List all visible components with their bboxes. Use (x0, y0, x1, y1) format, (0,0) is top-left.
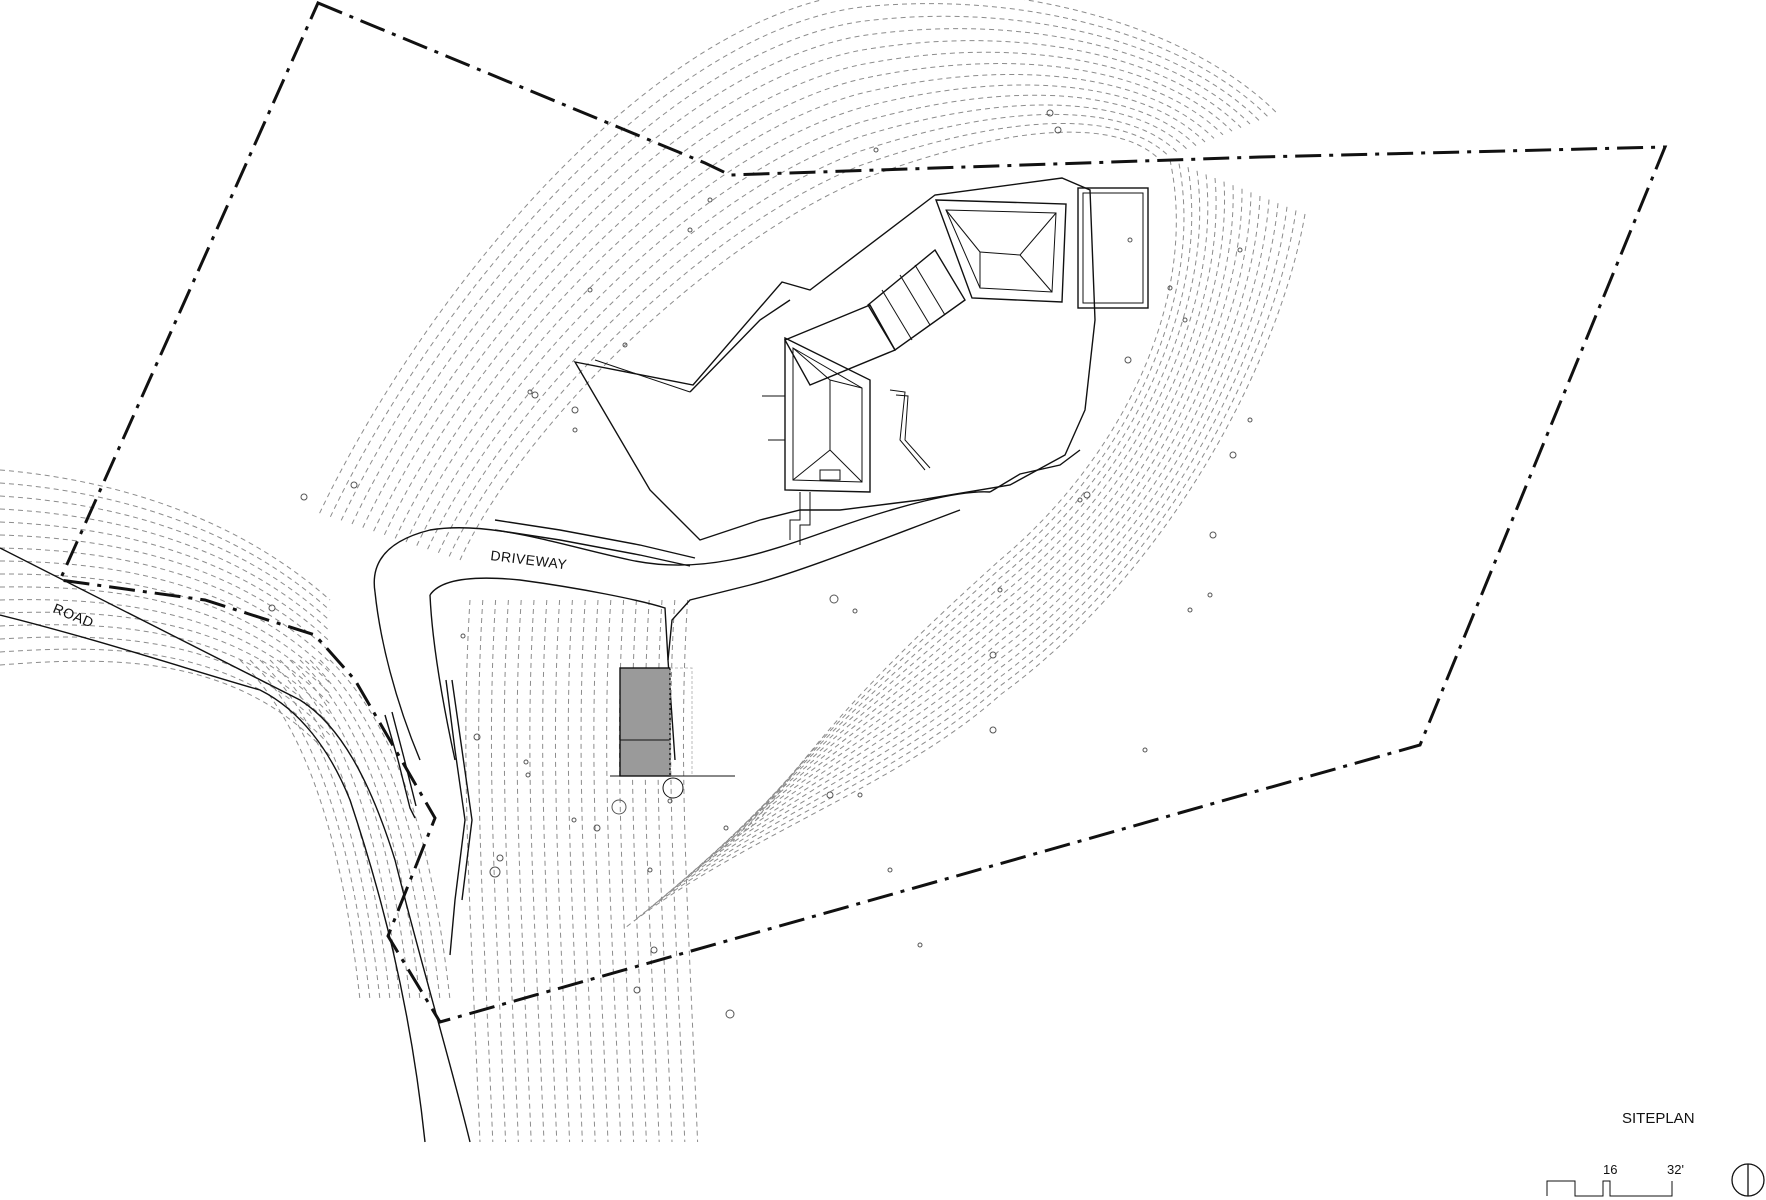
driveway-label: DRIVEWAY (490, 547, 569, 572)
tree-marker (489, 866, 501, 878)
tree-marker (887, 867, 893, 873)
tree-marker (571, 406, 579, 414)
scale-bar: 16 32' (1546, 1162, 1684, 1197)
tree-marker (647, 867, 653, 873)
tree-marker (1182, 317, 1188, 323)
tree-marker (350, 481, 358, 489)
tree-marker (633, 986, 641, 994)
tree-marker (525, 772, 531, 778)
tree-marker (667, 798, 673, 804)
tree-marker (473, 733, 481, 741)
tree-marker (826, 791, 834, 799)
tree-marker (707, 197, 713, 203)
plan-title: SITEPLAN (1622, 1110, 1695, 1127)
tree-marker (1077, 497, 1083, 503)
tree-marker (622, 342, 628, 348)
tree-marker (496, 854, 504, 862)
tree-marker (571, 817, 577, 823)
tree-marker (829, 594, 839, 604)
tree-marker (268, 604, 276, 612)
tree-marker (531, 391, 539, 399)
tree-marker (527, 389, 533, 395)
tree-marker (572, 427, 578, 433)
tree-marker (989, 726, 997, 734)
tree-marker (460, 633, 466, 639)
tree-marker (1229, 451, 1237, 459)
tree-marker (873, 147, 879, 153)
tree-marker (1127, 237, 1133, 243)
road-label: ROAD (51, 600, 96, 631)
north-arrow-icon (1731, 1163, 1765, 1197)
tree-marker (1237, 247, 1243, 253)
tree-marker (687, 227, 693, 233)
tree-marker (725, 1009, 735, 1019)
tree-marker (1187, 607, 1193, 613)
tree-marker (1209, 531, 1217, 539)
tree-marker (1083, 491, 1091, 499)
tree-marker (917, 942, 923, 948)
tree-marker (593, 824, 601, 832)
tree-marker (1054, 126, 1062, 134)
tree-marker (611, 799, 627, 815)
driveway (373, 449, 1081, 761)
contour-lines (0, 0, 1306, 1143)
tree-marker (1124, 356, 1132, 364)
retaining-wall (494, 519, 696, 567)
house (573, 177, 1149, 545)
road-walls (384, 679, 473, 956)
tree-marker (1142, 747, 1148, 753)
tree-marker (300, 493, 308, 501)
tree-marker (523, 759, 529, 765)
scale-mark-16: 16 (1603, 1162, 1617, 1177)
tree-marker (989, 651, 997, 659)
tree-marker (1207, 592, 1213, 598)
shed (610, 667, 735, 799)
tree-symbols (268, 109, 1253, 1019)
tree-marker (587, 287, 593, 293)
tree-marker (650, 946, 658, 954)
tree-marker (997, 587, 1003, 593)
tree-marker (1167, 285, 1173, 291)
tree-marker (852, 608, 858, 614)
tree-marker (723, 825, 729, 831)
tree-marker (1046, 109, 1054, 117)
scale-mark-32: 32' (1667, 1162, 1684, 1177)
tree-marker (857, 792, 863, 798)
property-boundary (57, 1, 1668, 1024)
road (0, 547, 471, 1143)
tree-marker (1247, 417, 1253, 423)
